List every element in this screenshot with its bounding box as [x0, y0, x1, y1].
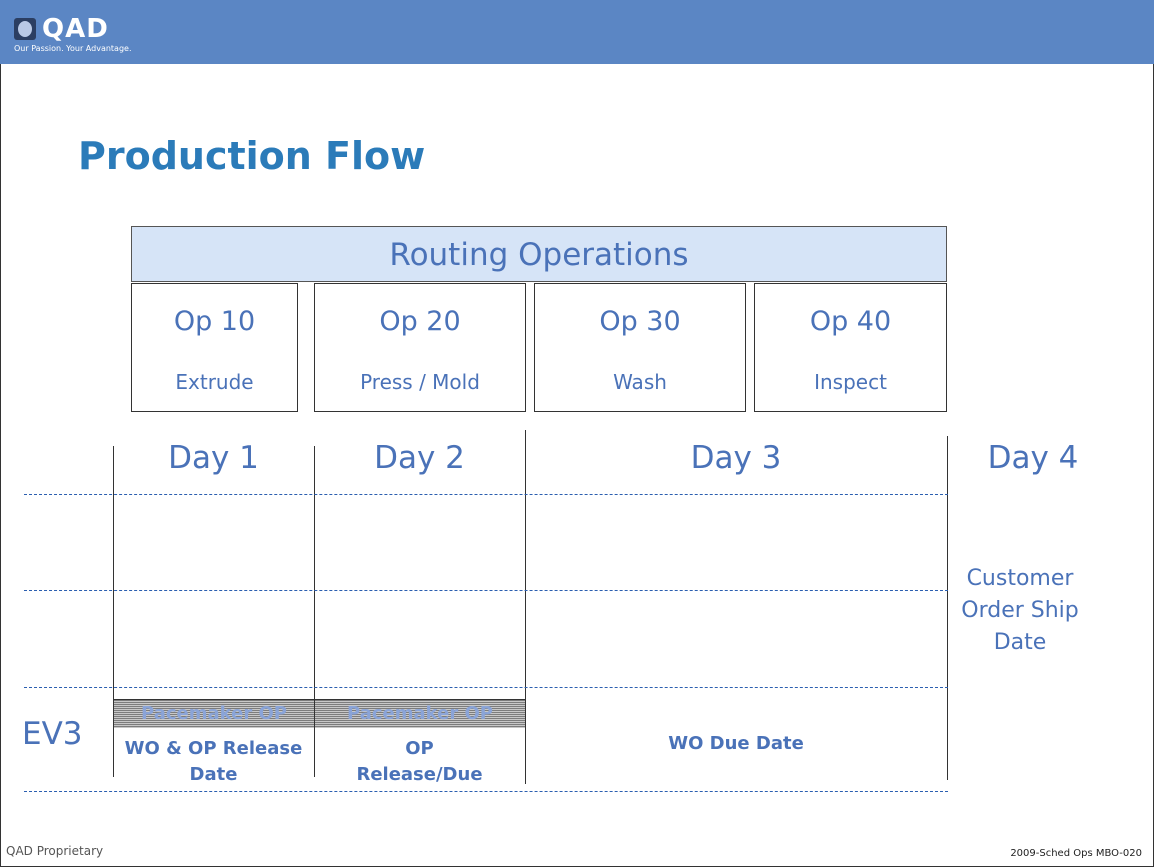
op-20-box: Op 20 Press / Mold: [314, 283, 526, 412]
customer-order-ship-date: Customer Order Ship Date: [961, 566, 1079, 655]
day-3-label: Day 3: [690, 440, 782, 476]
ev3-label: EV3: [22, 716, 83, 752]
op-name: Extrude: [175, 370, 254, 394]
pacemaker-op-day2: Pacemaker OP: [315, 700, 525, 728]
dashed-separator: [24, 687, 948, 688]
op-30-box: Op 30 Wash: [534, 283, 746, 412]
op-number: Op 10: [173, 306, 256, 337]
op-40-box: Op 40 Inspect: [754, 283, 947, 412]
divider-line: [947, 436, 948, 780]
divider-line: [113, 446, 114, 777]
op-number: Op 20: [379, 306, 461, 337]
wo-due-date: WO Due Date: [668, 733, 804, 754]
dashed-separator: [24, 494, 948, 495]
logo-text: QAD: [42, 14, 109, 44]
logo-tagline: Our Passion. Your Advantage.: [14, 44, 132, 53]
op-name: Inspect: [814, 370, 887, 394]
op-number: Op 30: [599, 306, 681, 337]
op-name: Press / Mold: [360, 370, 480, 394]
op-number: Op 40: [809, 306, 892, 337]
routing-operations-header: Routing Operations: [131, 226, 947, 282]
day-2-label: Day 2: [374, 440, 465, 476]
divider-line: [314, 446, 315, 777]
pacemaker-top-line: [113, 699, 525, 700]
footer-proprietary: QAD Proprietary: [6, 844, 104, 858]
dashed-separator: [24, 791, 948, 792]
header-bar: QAD Our Passion. Your Advantage.: [0, 0, 1154, 64]
slide-title: Production Flow: [78, 134, 426, 178]
op-name: Wash: [613, 370, 667, 394]
dashed-separator: [24, 590, 948, 591]
wo-op-release-date: WO & OP Release Date: [124, 738, 303, 785]
divider-line: [525, 430, 526, 784]
op-10-box: Op 10 Extrude: [131, 283, 298, 412]
day-4-label: Day 4: [987, 440, 1079, 476]
footer-doc-id: 2009-Sched Ops MBO-020: [1010, 848, 1142, 859]
pacemaker-op-day1: Pacemaker OP: [114, 700, 314, 728]
qad-logo-icon: [14, 18, 36, 40]
op-release-due: OP Release/Due: [356, 738, 483, 785]
day-1-label: Day 1: [168, 440, 259, 476]
